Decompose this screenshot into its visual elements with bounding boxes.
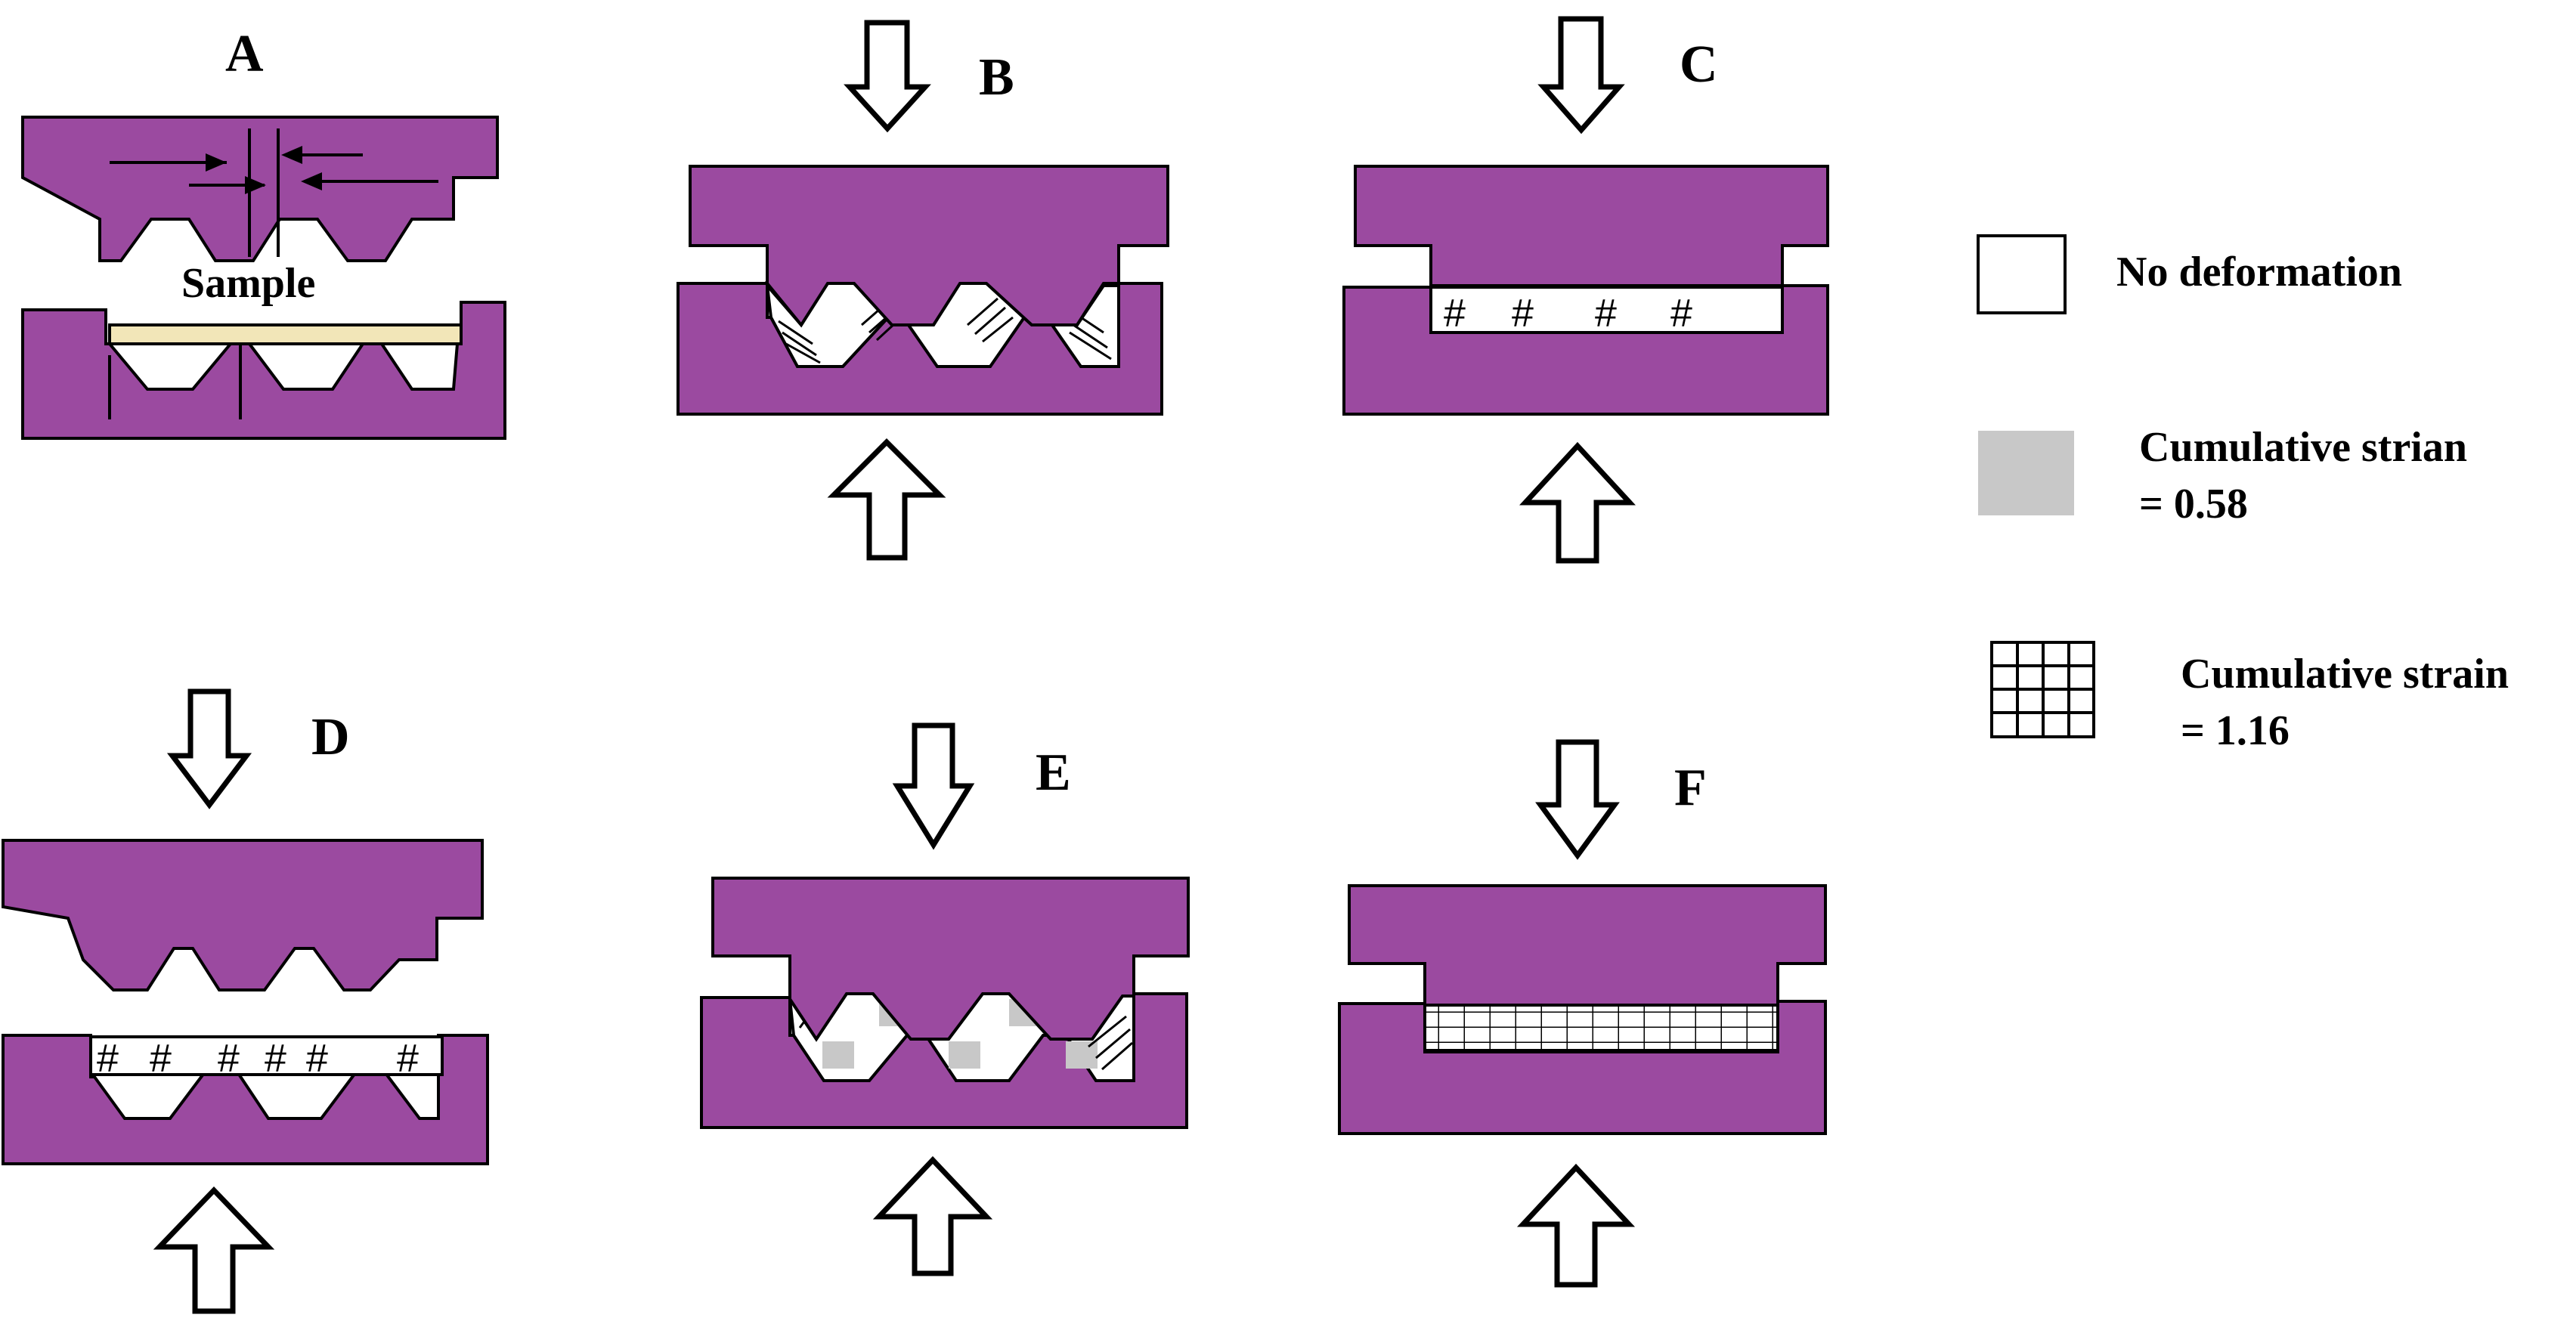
- panel-c-upper-die: [1354, 165, 1829, 287]
- panel-d-label: D: [311, 708, 350, 766]
- panel-f-up-arrow: [1516, 1163, 1636, 1288]
- panel-b-up-arrow: [827, 438, 946, 561]
- panel-f: F: [1338, 739, 1827, 1288]
- hash-icon: #: [1595, 292, 1617, 336]
- panel-b-upper-die: [689, 165, 1169, 328]
- legend-strain-058-label-line2: = 0.58: [2139, 481, 2248, 527]
- panel-a-label: A: [225, 25, 264, 83]
- panel-d: D # # # # # #: [2, 688, 489, 1314]
- panel-f-down-arrow: [1535, 739, 1620, 860]
- panel-e-up-arrow: [872, 1155, 993, 1276]
- panel-b: B: [677, 20, 1169, 561]
- hash-icon: #: [306, 1037, 328, 1081]
- hash-icon: #: [1444, 292, 1466, 336]
- legend-strain-116-label-line2: = 1.16: [2181, 707, 2290, 754]
- panel-e: E: [700, 722, 1190, 1276]
- legend-strain-116-label-line1: Cumulative strain: [2181, 651, 2509, 698]
- hash-icon: #: [1512, 292, 1534, 336]
- panel-c-hash-marks: # # # #: [1444, 292, 1692, 336]
- panel-a-dimension-marks: [110, 128, 438, 257]
- hash-icon: #: [150, 1037, 172, 1081]
- hash-icon: #: [397, 1037, 419, 1081]
- panel-d-lower-die: [2, 1034, 489, 1165]
- hash-icon: #: [218, 1037, 240, 1081]
- panel-c-label: C: [1680, 36, 1718, 94]
- panel-d-upper-die: [2, 839, 484, 991]
- panel-c: C # # # #: [1342, 16, 1829, 564]
- panel-c-up-arrow: [1519, 441, 1636, 564]
- panel-f-label: F: [1674, 759, 1707, 817]
- panel-e-upper-die: [711, 877, 1190, 1042]
- legend-strain-058-label-line1: Cumulative strian: [2139, 424, 2467, 471]
- hash-icon: #: [97, 1037, 119, 1081]
- panel-f-grid-sheet: [1423, 1004, 1779, 1052]
- grid-pattern-icon: [1990, 641, 2095, 738]
- panel-a-sample-label: Sample: [181, 260, 315, 307]
- panel-f-upper-die: [1348, 884, 1827, 1007]
- panel-b-down-arrow: [844, 20, 931, 133]
- panel-a-lower-die: [21, 301, 506, 440]
- panel-e-label: E: [1036, 744, 1071, 802]
- panel-d-down-arrow: [166, 688, 252, 809]
- legend-strain-058-swatch: [1978, 431, 2074, 515]
- panel-d-up-arrow: [153, 1186, 275, 1314]
- hash-icon: #: [1670, 292, 1692, 336]
- panel-d-hash-marks: # # # # # #: [97, 1037, 419, 1081]
- legend: No deformation Cumulative strian = 0.58 …: [1977, 234, 2509, 754]
- hash-icon: #: [265, 1037, 286, 1081]
- legend-no-deformation-swatch: [1977, 234, 2067, 314]
- panel-e-down-arrow: [892, 722, 975, 850]
- panel-a-sample: [108, 323, 463, 345]
- panel-a-upper-die: [21, 116, 499, 262]
- panel-b-label: B: [979, 48, 1014, 107]
- legend-no-deformation-label: No deformation: [2116, 249, 2402, 295]
- panel-d-flat-sheet: [89, 1035, 444, 1076]
- panel-a-die-marks: [108, 344, 242, 419]
- panel-a: A Sample: [21, 25, 506, 440]
- panel-c-down-arrow: [1537, 16, 1625, 135]
